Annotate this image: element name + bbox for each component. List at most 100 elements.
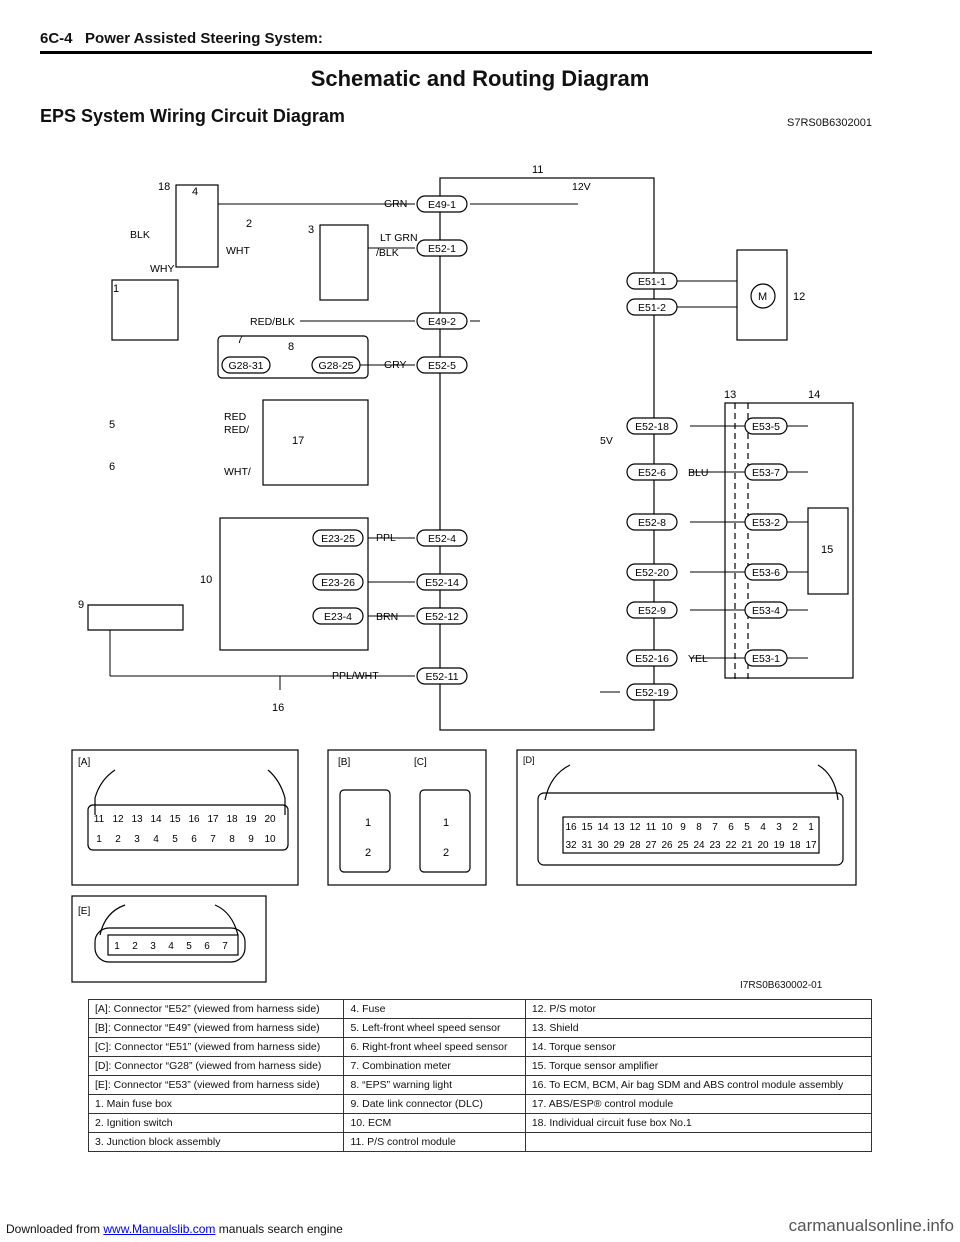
terminal-label: E49-1 (428, 199, 456, 211)
pin: 13 (131, 814, 143, 825)
legend-table: [A]: Connector “E52” (viewed from harnes… (87, 999, 873, 1152)
pin: 7 (222, 941, 228, 952)
terminal-label: E53-5 (752, 421, 780, 433)
legend-cell: 18. Individual circuit fuse box No.1 (524, 1113, 873, 1133)
junction-block (319, 224, 369, 301)
voltage-5v: 5V (600, 435, 613, 447)
wire-color: /BLK (376, 247, 399, 259)
legend-row: [D]: Connector “G28” (viewed from harnes… (87, 1056, 873, 1076)
component-number: 2 (246, 218, 252, 230)
terminal-label: G28-25 (318, 360, 353, 372)
pin: 3 (150, 941, 156, 952)
wire-color: WHY (150, 263, 175, 275)
combination-meter (217, 335, 369, 379)
pin: 14 (150, 814, 162, 825)
terminal-label: E52-19 (635, 687, 669, 699)
ps-motor-box (736, 249, 788, 341)
terminal-pills (221, 195, 788, 701)
legend-cell: 16. To ECM, BCM, Air bag SDM and ABS con… (524, 1075, 873, 1095)
voltage-12v: 12V (572, 181, 591, 193)
pin: 13 (613, 822, 625, 833)
component-number: 9 (78, 599, 84, 611)
pin: 2 (132, 941, 138, 952)
ps-control-module (439, 177, 655, 731)
pin: 4 (760, 822, 766, 833)
terminal-label: E51-2 (638, 302, 666, 314)
pin: 8 (696, 822, 702, 833)
pin: 1 (808, 822, 814, 833)
wire-color: GRN (384, 198, 407, 210)
page-ref: 6C-4 (40, 30, 73, 47)
pin: 14 (597, 822, 609, 833)
legend-cell: 8. “EPS” warning light (343, 1075, 526, 1095)
legend-cell: 12. P/S motor (524, 999, 873, 1019)
page-header: 6C-4 Power Assisted Steering System: (40, 30, 323, 47)
legend-row: [A]: Connector “E52” (viewed from harnes… (87, 999, 873, 1019)
pin: 2 (115, 834, 121, 845)
wire-color: RED (224, 411, 247, 423)
terminal-label: E23-26 (321, 577, 355, 589)
legend-cell: 7. Combination meter (343, 1056, 526, 1076)
legend-cell: 10. ECM (343, 1113, 526, 1133)
pin: 1 (114, 941, 120, 952)
pin: 11 (94, 814, 105, 825)
wire-color: BRN (376, 611, 398, 623)
component-number: 12 (793, 291, 805, 303)
wire-color: PPL (376, 532, 396, 544)
legend-cell (524, 1132, 873, 1152)
pin: 5 (172, 834, 178, 845)
terminal-label: E52-14 (425, 577, 459, 589)
terminal-label: E52-6 (638, 467, 666, 479)
torque-sensor-amplifier (807, 507, 849, 595)
pin: 1 (96, 834, 102, 845)
pin: 20 (264, 814, 276, 825)
pin: 11 (646, 822, 657, 833)
pin: 23 (709, 840, 721, 851)
component-number: 15 (821, 544, 833, 556)
wire-color-labels: GRN WHT BLK WHY LT GRN /BLK RED/BLK GRY … (130, 198, 708, 682)
terminal-label: E49-2 (428, 316, 456, 328)
pin: 2 (443, 847, 449, 859)
pin: 4 (153, 834, 159, 845)
terminal-label: E23-4 (324, 611, 352, 623)
legend-cell: 5. Left-front wheel speed sensor (343, 1018, 526, 1038)
component-number: 13 (724, 389, 736, 401)
pin: 3 (776, 822, 782, 833)
wiring-diagram: E49-1 E52-1 E51-1 E51-2 E49-2 E52-5 G28-… (71, 164, 857, 983)
terminal-label: E52-16 (635, 653, 669, 665)
pin: 16 (188, 814, 200, 825)
legend-cell: 11. P/S control module (343, 1132, 526, 1152)
wire-color: RED/BLK (250, 316, 295, 328)
pin: 27 (645, 840, 657, 851)
pin: 1 (443, 817, 449, 829)
component-number: 14 (808, 389, 820, 401)
pin: 17 (207, 814, 219, 825)
terminal-label: G28-31 (228, 360, 263, 372)
pin: 3 (134, 834, 140, 845)
component-number: 18 (158, 181, 170, 193)
pin: 5 (744, 822, 750, 833)
legend-cell: 3. Junction block assembly (87, 1132, 345, 1152)
terminal-label: E53-1 (752, 653, 780, 665)
section-title: Power Assisted Steering System: (85, 30, 323, 47)
pin: 5 (186, 941, 192, 952)
legend-cell: 9. Date link connector (DLC) (343, 1094, 526, 1114)
component-number: 7 (237, 334, 243, 346)
legend-cell: [B]: Connector “E49” (viewed from harnes… (87, 1018, 345, 1038)
terminal-label: E52-1 (428, 243, 456, 255)
footer-suffix: manuals search engine (215, 1222, 343, 1236)
manualslib-link[interactable]: www.Manualslib.com (103, 1222, 216, 1236)
component-number: 17 (292, 435, 304, 447)
connector-c-label: [C] (414, 757, 427, 768)
connector-b-label: [B] (338, 757, 350, 768)
wire-color: WHT (226, 245, 250, 257)
terminal-label: E52-9 (638, 605, 666, 617)
legend-cell: [D]: Connector “G28” (viewed from harnes… (87, 1056, 345, 1076)
pin: 12 (629, 822, 641, 833)
pin: 8 (229, 834, 235, 845)
pin: 31 (581, 840, 593, 851)
pin: 19 (245, 814, 257, 825)
